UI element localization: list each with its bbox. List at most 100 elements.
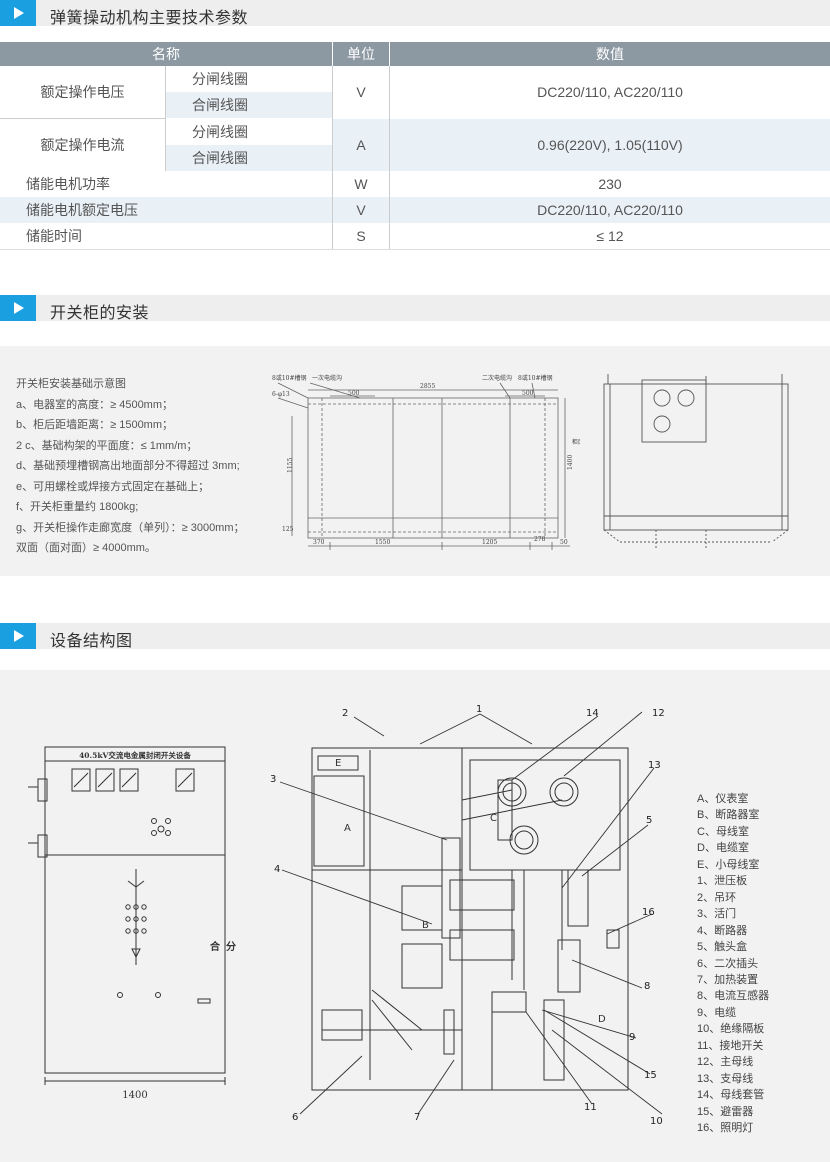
table-cell-name: 额定操作电压 — [0, 66, 165, 118]
foundation-plan-drawing: 8或10#槽钢 一次电缆沟 二次电缆沟 8或10#槽钢 6-φ13 500 28… — [272, 374, 580, 550]
legend-item: 9、电缆 — [697, 1006, 737, 1019]
table-divider — [0, 118, 165, 119]
section-title-params: 弹簧操动机构主要技术参数 — [50, 10, 249, 27]
legend-item: 13、支母线 — [697, 1072, 754, 1085]
section-title-structure: 设备结构图 — [50, 633, 133, 650]
note-line: 开关柜安装基础示意图 — [16, 378, 126, 390]
dim-label: 278 — [534, 536, 546, 543]
cabinet-section-view: A B C D E 1 2 3 4 5 6 7 8 9 10 11 — [270, 704, 665, 1127]
install-notes: 开关柜安装基础示意图 a、电器室的高度：≥ 4500mm； b、柜后距墙距离：≥… — [16, 374, 245, 559]
compartment-label: C — [490, 813, 497, 824]
legend-item: 11、接地开关 — [697, 1039, 764, 1052]
structure-legend: A、仪表室 B、断路器室 C、母线室 D、电缆室 E、小母线室 1、泄压板 2、… — [697, 791, 769, 1137]
table-cell-unit: V — [333, 197, 389, 223]
callout-number: 7 — [414, 1112, 420, 1123]
dim-label: 2855 — [420, 383, 435, 390]
callout-number: 11 — [584, 1102, 597, 1113]
legend-item: 6、二次插头 — [697, 957, 759, 970]
legend-item: 12、主母线 — [697, 1056, 754, 1069]
legend-item: 14、母线套管 — [697, 1089, 765, 1102]
label-rear: 柜面 — [572, 438, 580, 446]
callout-number: 3 — [270, 774, 276, 785]
legend-item: 3、活门 — [697, 908, 737, 921]
note-line: d、基础预埋槽钢高出地面部分不得超过 3mm; — [16, 460, 240, 472]
dim-label: 1400 — [567, 455, 574, 470]
table-cell-sub: 合闸线圈 — [166, 145, 332, 171]
note-line: b、柜后距墙距离：≥ 1500mm； — [16, 419, 174, 431]
table-cell-value: DC220/110, AC220/110 — [390, 197, 830, 223]
legend-item: 2、吊环 — [697, 891, 737, 904]
label-steel-left: 8或10#槽钢 — [272, 374, 306, 382]
label-cable-primary: 一次电缆沟 — [312, 374, 342, 382]
legend-item: 8、电流互感器 — [697, 990, 770, 1003]
dim-label: 1155 — [287, 458, 294, 473]
play-arrow-icon — [0, 0, 36, 26]
cabinet-side-drawing — [603, 374, 789, 550]
note-line: 2 c、基础构架的平面度：≤ 1mm/m； — [16, 439, 198, 452]
legend-item: D、电缆室 — [697, 842, 749, 855]
legend-item: 1、泄压板 — [697, 875, 748, 888]
callout-number: 16 — [642, 907, 655, 918]
legend-item: C、母线室 — [697, 825, 749, 838]
callout-number: 14 — [586, 708, 599, 719]
callout-number: 8 — [644, 981, 650, 992]
legend-item: 15、避雷器 — [697, 1105, 754, 1118]
table-cell-sub: 合闸线圈 — [166, 92, 332, 118]
table-cell-name: 储能电机功率 — [0, 171, 332, 197]
table-cell-name: 储能时间 — [0, 223, 332, 249]
front-view-width: 1400 — [122, 1090, 147, 1101]
note-line: 双面（面对面）≥ 4000mm。 — [16, 542, 156, 554]
legend-item: 16、照明灯 — [697, 1122, 754, 1135]
dim-label: 1550 — [375, 539, 390, 546]
compartment-label: A — [344, 823, 351, 834]
dim-label: 1205 — [482, 539, 497, 546]
table-cell-value: 230 — [390, 171, 830, 197]
table-header-value: 数值 — [390, 42, 830, 66]
label-steel-right: 8或10#槽钢 — [518, 374, 552, 382]
legend-item: E、小母线室 — [697, 858, 760, 871]
dim-label: 500 — [522, 390, 534, 397]
table-cell-sub: 分闸线圈 — [166, 66, 332, 92]
play-arrow-icon — [0, 295, 36, 321]
table-divider — [332, 66, 333, 249]
table-cell-value: ≤ 12 — [390, 223, 830, 249]
compartment-label: D — [598, 1014, 606, 1025]
callout-number: 10 — [650, 1116, 663, 1127]
callout-number: 2 — [342, 708, 348, 719]
legend-item: A、仪表室 — [697, 793, 749, 805]
table-cell-name: 额定操作电流 — [0, 119, 165, 171]
table-cell-sub: 分闸线圈 — [166, 119, 332, 145]
structure-panel — [0, 670, 830, 1162]
legend-item: 10、绝缘隔板 — [697, 1023, 765, 1036]
note-line: f、开关柜重量约 1800kg; — [16, 501, 139, 513]
compartment-label: B — [422, 920, 429, 931]
callout-number: 6 — [292, 1112, 298, 1123]
front-view-label-close: 分 — [226, 940, 236, 953]
callout-number: 5 — [646, 815, 652, 826]
note-line: g、开关柜操作走廊宽度（单列）：≥ 3000mm； — [16, 521, 245, 534]
dim-label: 500 — [348, 390, 360, 397]
table-divider — [389, 66, 390, 249]
legend-item: B、断路器室 — [697, 809, 760, 822]
callout-number: 1 — [476, 704, 482, 715]
section-header-structure: 设备结构图 — [0, 623, 830, 650]
table-cell-unit: W — [333, 171, 389, 197]
front-view-title: 40.5kV交流电金属封闭开关设备 — [79, 750, 191, 760]
section-header-install: 开关柜的安装 — [0, 295, 830, 322]
section-title-install: 开关柜的安装 — [50, 305, 150, 322]
callout-number: 4 — [274, 864, 280, 875]
label-hole: 6-φ13 — [272, 391, 290, 398]
label-cable-secondary: 二次电缆沟 — [482, 374, 512, 382]
callout-number: 9 — [629, 1032, 635, 1043]
table-cell-unit: V — [333, 66, 389, 118]
table-cell-unit: S — [333, 223, 389, 249]
callout-number: 15 — [644, 1070, 657, 1081]
note-line: e、可用螺栓或焊接方式固定在基础上； — [16, 480, 210, 493]
play-arrow-icon — [0, 623, 36, 649]
table-header-name: 名称 — [0, 42, 332, 66]
compartment-label: E — [335, 758, 341, 769]
table-divider — [0, 249, 830, 250]
dim-label: 125 — [282, 526, 294, 533]
table-cell-value: DC220/110, AC220/110 — [390, 66, 830, 118]
legend-item: 7、加热装置 — [697, 973, 759, 986]
